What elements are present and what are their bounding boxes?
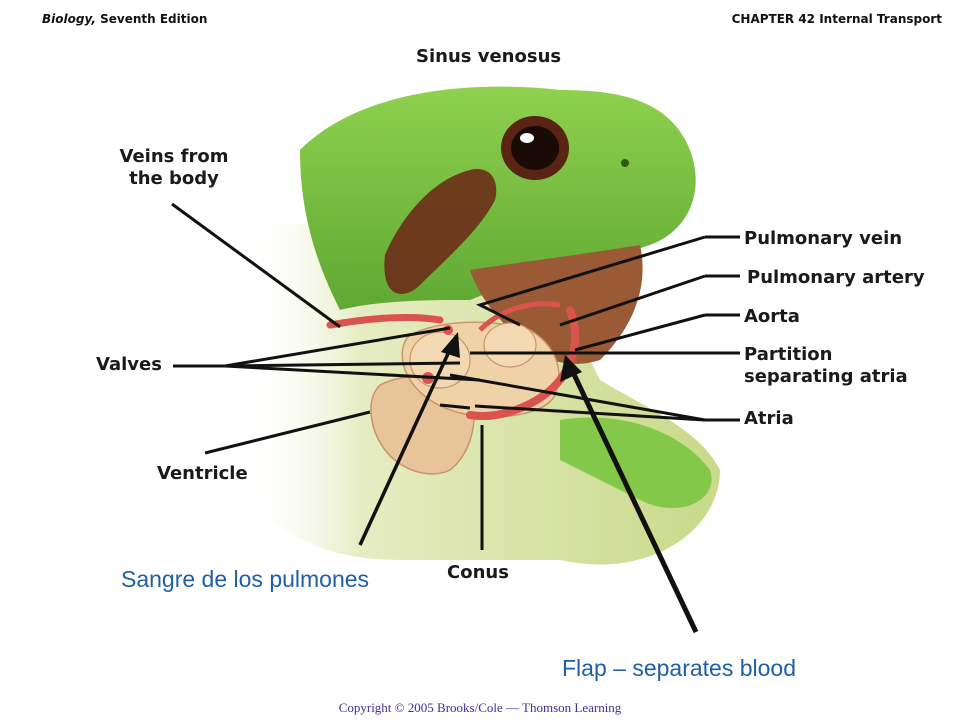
book-title: Biology, bbox=[42, 12, 96, 26]
leader-lines bbox=[171, 202, 740, 550]
label-veins-line2: the body bbox=[129, 168, 219, 189]
book-edition: Seventh Edition bbox=[95, 12, 208, 26]
label-partition-line2: separating atria bbox=[744, 366, 908, 387]
label-veins-line1: Veins from bbox=[119, 146, 229, 167]
label-partition: Partition separating atria bbox=[744, 344, 908, 388]
arrow-blood-from-lungs bbox=[358, 332, 460, 546]
annotation-flap: Flap – separates blood bbox=[562, 655, 796, 681]
label-conus: Conus bbox=[447, 562, 509, 583]
annotation-blood-from-lungs: Sangre de los pulmones bbox=[121, 566, 370, 592]
label-sinus-venosus: Sinus venosus bbox=[416, 46, 562, 67]
label-pulmonary-artery: Pulmonary artery bbox=[747, 267, 925, 288]
frog-limb bbox=[560, 417, 712, 509]
label-aorta: Aorta bbox=[744, 306, 800, 327]
conus-vessel bbox=[466, 306, 580, 420]
label-veins-from-body: Veins from the body bbox=[108, 146, 240, 190]
chapter-header: CHAPTER 42 Internal Transport bbox=[731, 12, 942, 26]
vein-from-body bbox=[326, 314, 444, 329]
left-atrium bbox=[483, 322, 537, 368]
label-pulmonary-vein: Pulmonary vein bbox=[744, 228, 903, 249]
arrow-flap bbox=[560, 355, 699, 634]
frog-nostril bbox=[621, 159, 629, 167]
label-valves: Valves bbox=[96, 354, 162, 375]
book-title-header: Biology, Seventh Edition bbox=[42, 12, 207, 26]
frog-stripe bbox=[384, 169, 497, 294]
label-partition-line1: Partition bbox=[744, 344, 833, 365]
pulmonary-vessel bbox=[478, 301, 561, 332]
label-atria: Atria bbox=[744, 408, 794, 429]
copyright-footer: Copyright © 2005 Brooks/Cole — Thomson L… bbox=[338, 700, 622, 715]
label-ventricle: Ventricle bbox=[157, 463, 248, 484]
